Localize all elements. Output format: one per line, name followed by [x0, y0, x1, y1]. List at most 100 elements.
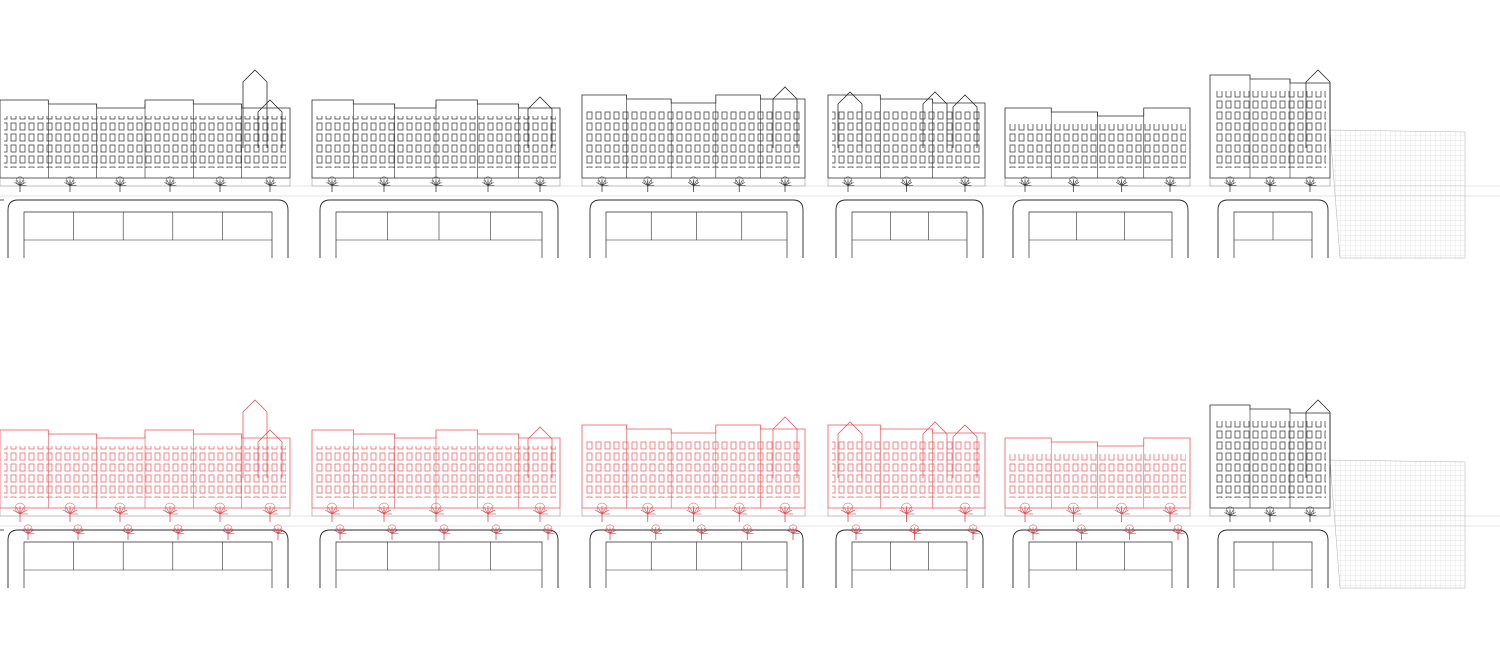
facade — [311, 426, 561, 517]
tree — [482, 176, 495, 192]
tree — [1075, 524, 1088, 540]
facade-outline — [827, 424, 986, 509]
block-plan-outline — [589, 199, 804, 258]
tree — [957, 502, 973, 522]
tree — [967, 524, 980, 540]
facade — [0, 69, 291, 187]
tree — [900, 176, 913, 192]
facade — [311, 96, 561, 187]
block-plan-inner — [851, 541, 968, 588]
tree — [334, 524, 347, 540]
tree — [162, 502, 178, 522]
tree — [1114, 502, 1130, 522]
tree — [430, 176, 443, 192]
gable-tower — [257, 429, 283, 478]
building-block-6 — [1209, 399, 1331, 588]
tree — [642, 176, 655, 192]
block-plan-outline — [7, 529, 289, 588]
tree — [542, 524, 555, 540]
gable-tower — [952, 424, 978, 478]
tree — [850, 524, 863, 540]
tree — [64, 176, 77, 192]
tree — [1164, 176, 1177, 192]
tree — [594, 502, 610, 522]
building-block-4 — [827, 91, 986, 258]
block-plan-outline — [7, 199, 289, 258]
tree — [1304, 506, 1317, 522]
tree — [272, 524, 285, 540]
facade-outline — [581, 94, 806, 179]
tree — [326, 176, 339, 192]
tree — [899, 502, 915, 522]
tree — [1066, 502, 1082, 522]
facade-windows — [586, 441, 801, 498]
tree — [777, 502, 793, 522]
tree — [112, 502, 128, 522]
tree — [842, 176, 855, 192]
tree — [264, 176, 277, 192]
facade-outline — [581, 424, 806, 509]
block-plan-outline — [1012, 199, 1189, 258]
tree — [378, 176, 391, 192]
tree — [695, 524, 708, 540]
block-plan-inner — [851, 211, 968, 258]
tree — [122, 524, 135, 540]
plaza-hatch — [1329, 129, 1466, 259]
block-plan-outline — [589, 529, 804, 588]
facade — [1209, 399, 1331, 517]
tree — [959, 176, 972, 192]
block-plan-outline — [835, 529, 984, 588]
facade-windows — [832, 111, 981, 168]
sidewalk-edge — [0, 178, 291, 187]
block-plan-outline — [319, 529, 559, 588]
tree — [640, 502, 656, 522]
building-block-5 — [1004, 437, 1191, 588]
facade-windows — [1214, 421, 1326, 498]
facade-windows — [1214, 91, 1326, 168]
sidewalk-edge — [0, 508, 291, 517]
tree — [908, 524, 921, 540]
tree — [779, 176, 792, 192]
tree — [480, 502, 496, 522]
facade — [1004, 107, 1191, 187]
building-block-3 — [581, 416, 806, 588]
gable-tower — [922, 421, 948, 478]
tree — [1017, 502, 1033, 522]
block-plan-inner — [23, 541, 273, 588]
building-block-1 — [0, 399, 291, 588]
tree — [1123, 524, 1137, 540]
tree — [1172, 524, 1185, 540]
tree — [596, 176, 609, 192]
tree — [324, 502, 340, 522]
facade — [581, 416, 806, 517]
gable-tower — [242, 69, 268, 148]
tree — [386, 524, 399, 540]
tree — [1224, 506, 1237, 522]
gable-tower — [1305, 399, 1331, 478]
tree — [840, 502, 856, 522]
panel-existing — [0, 69, 1500, 259]
tree — [532, 502, 548, 522]
tree — [1162, 502, 1178, 522]
gable-tower — [527, 426, 553, 478]
tree — [741, 524, 754, 540]
tree — [733, 176, 746, 192]
tree — [1264, 176, 1277, 192]
tree — [1304, 176, 1317, 192]
tree — [604, 524, 617, 540]
building-block-3 — [581, 86, 806, 258]
tree — [1115, 176, 1129, 192]
building-block-4 — [827, 421, 986, 588]
building-block-1 — [0, 69, 291, 258]
facade — [827, 91, 986, 187]
facade — [581, 86, 806, 187]
tree — [62, 502, 78, 522]
tree — [1019, 176, 1032, 192]
sidewalk-edge — [1004, 178, 1191, 187]
building-block-5 — [1004, 107, 1191, 258]
tree — [428, 502, 444, 522]
tree — [212, 502, 228, 522]
tree — [534, 176, 547, 192]
panel-proposed — [0, 399, 1500, 589]
block-plan-inner — [23, 211, 273, 258]
